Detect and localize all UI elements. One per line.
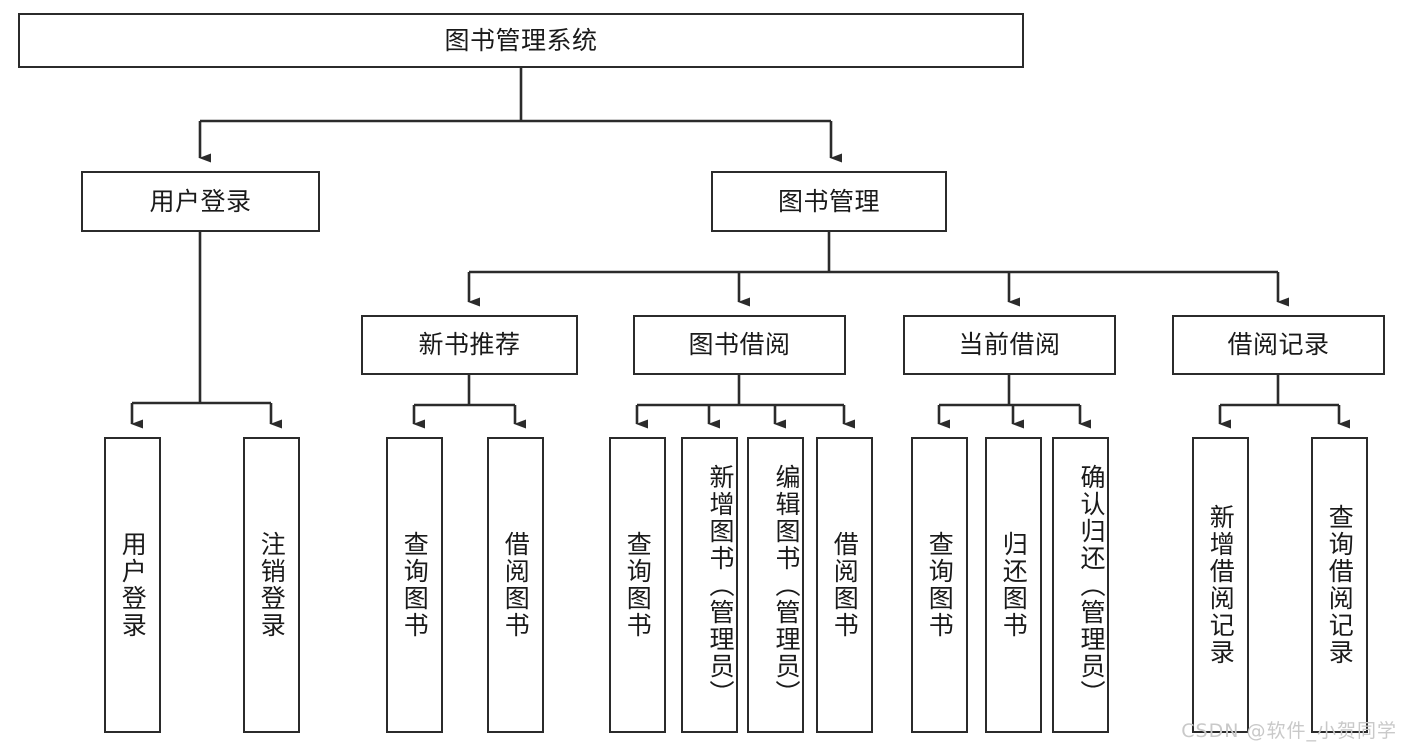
- node-leaf-query-book-borrow[interactable]: 查询图书: [609, 437, 666, 733]
- node-leaf-borrow-book-rec[interactable]: 借阅图书: [487, 437, 544, 733]
- node-leaf-borrow-book[interactable]: 借阅图书: [816, 437, 873, 733]
- node-leaf-user-login[interactable]: 用户登录: [104, 437, 161, 733]
- node-book-management-label: 图书管理: [777, 186, 880, 216]
- node-current-borrow-label: 当前借阅: [958, 330, 1061, 360]
- node-leaf-add-record[interactable]: 新增借阅记录: [1192, 437, 1249, 733]
- node-leaf-return-book[interactable]: 归还图书: [985, 437, 1042, 733]
- node-leaf-query-record[interactable]: 查询借阅记录: [1311, 437, 1368, 733]
- node-root[interactable]: 图书管理系统: [18, 13, 1024, 68]
- node-leaf-query-book-current[interactable]: 查询图书: [911, 437, 968, 733]
- node-leaf-logout[interactable]: 注销登录: [243, 437, 300, 733]
- node-book-management[interactable]: 图书管理: [711, 171, 947, 232]
- node-new-book-recommend[interactable]: 新书推荐: [361, 315, 578, 375]
- node-current-borrow[interactable]: 当前借阅: [903, 315, 1116, 375]
- node-borrow-records[interactable]: 借阅记录: [1172, 315, 1385, 375]
- node-leaf-add-book[interactable]: 新增图书（管理员）: [681, 437, 738, 733]
- watermark: CSDN @软件_小贺同学: [1181, 720, 1397, 742]
- node-user-login[interactable]: 用户登录: [81, 171, 320, 232]
- node-leaf-edit-book[interactable]: 编辑图书（管理员）: [747, 437, 804, 733]
- node-leaf-confirm-return[interactable]: 确认归还（管理员）: [1052, 437, 1109, 733]
- node-leaf-query-book-rec[interactable]: 查询图书: [386, 437, 443, 733]
- node-new-book-recommend-label: 新书推荐: [418, 330, 521, 360]
- node-book-borrow[interactable]: 图书借阅: [633, 315, 846, 375]
- node-book-borrow-label: 图书借阅: [688, 330, 791, 360]
- node-user-login-label: 用户登录: [149, 186, 252, 216]
- node-root-label: 图书管理系统: [444, 25, 598, 55]
- node-borrow-records-label: 借阅记录: [1227, 330, 1330, 360]
